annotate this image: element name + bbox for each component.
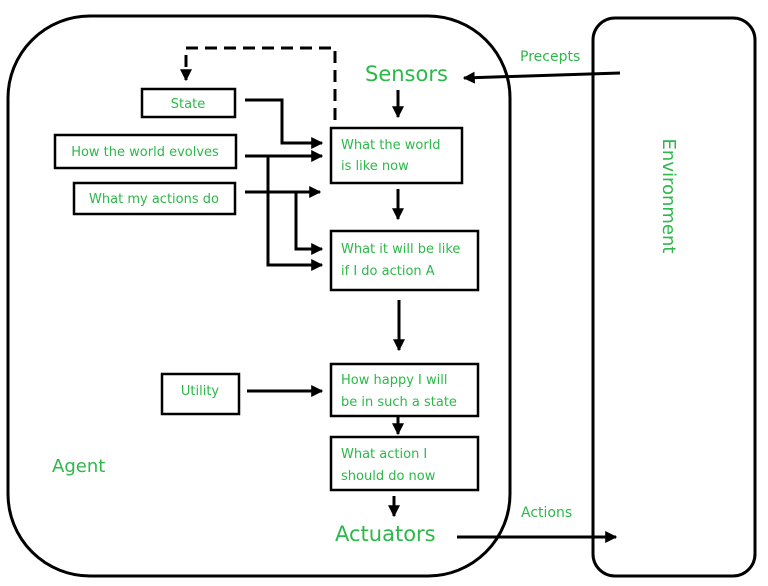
if-action-line-1: What it will be like xyxy=(341,242,460,257)
utility-box xyxy=(160,372,241,416)
world-now-line-2: is like now xyxy=(341,159,409,174)
utility-text: Utility xyxy=(181,384,220,399)
precepts-label: Precepts xyxy=(520,49,580,65)
happiness-text: How happy I will be in such a state xyxy=(341,373,457,410)
if-action-text: What it will be like if I do action A xyxy=(341,242,465,279)
happiness-line-2: be in such a state xyxy=(341,395,457,410)
actions-label: Actions xyxy=(521,505,572,521)
world-now-line-1: What the world xyxy=(341,138,441,153)
state-text: State xyxy=(171,97,205,112)
my-actions-box xyxy=(72,181,237,216)
actuators-label: Actuators xyxy=(335,522,436,546)
if-action-box xyxy=(329,229,480,292)
environment-label: Environment xyxy=(658,139,679,254)
next-action-line-1: What action I xyxy=(341,447,427,462)
world-evolves-text: How the world evolves xyxy=(71,145,219,160)
my-actions-text: What my actions do xyxy=(89,192,219,207)
agent-label: Agent xyxy=(52,456,105,477)
next-action-line-2: should do now xyxy=(341,469,436,484)
my-actions-to-if-action-arrow xyxy=(294,192,324,255)
next-action-text: What action I should do now xyxy=(341,447,436,484)
if-action-line-2: if I do action A xyxy=(341,264,435,279)
environment-boundary xyxy=(591,16,757,578)
next-action-box xyxy=(329,435,480,492)
sensors-label: Sensors xyxy=(365,62,448,86)
world-now-box xyxy=(329,126,464,185)
happiness-line-1: How happy I will xyxy=(341,373,447,388)
world-evolves-box xyxy=(53,133,238,170)
agent-boundary xyxy=(6,14,512,578)
state-to-world-now-arrow xyxy=(245,98,324,149)
state-box xyxy=(140,87,237,119)
happiness-box xyxy=(329,362,480,418)
precepts-arrow xyxy=(462,71,621,84)
state-feedback-dashed-arrow xyxy=(180,46,337,120)
world-now-text: What the world is like now xyxy=(341,138,445,174)
